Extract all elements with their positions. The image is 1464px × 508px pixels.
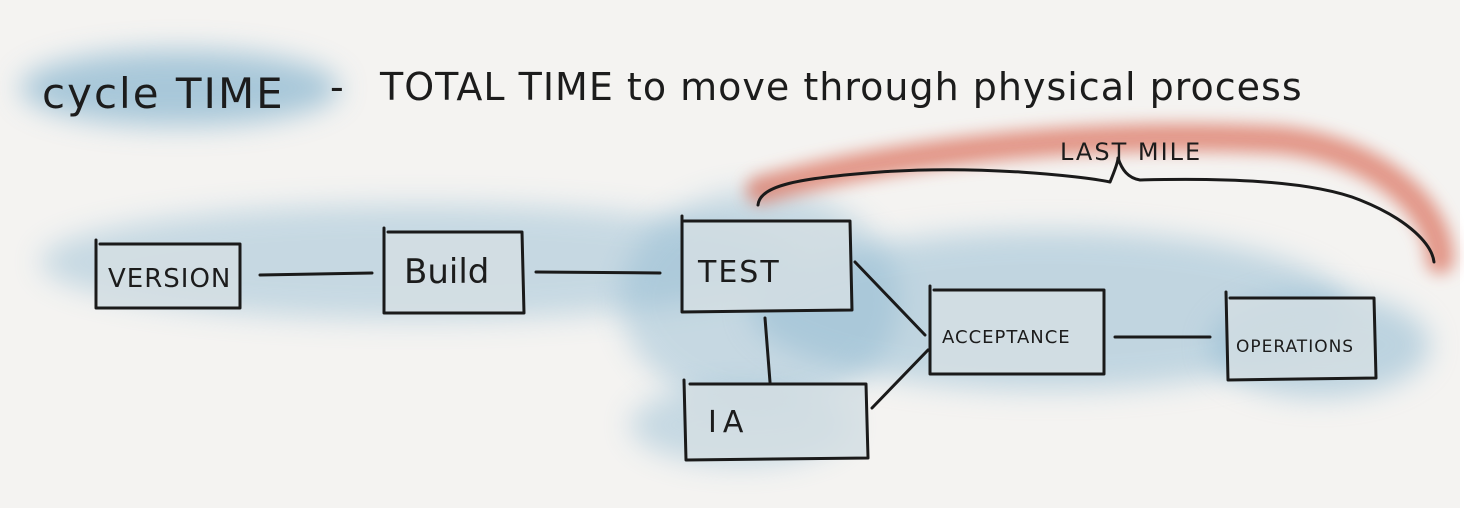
edge-test-ia bbox=[763, 316, 772, 384]
node-test: TEST bbox=[680, 214, 854, 314]
node-label-build: Build bbox=[404, 252, 489, 292]
connectors bbox=[258, 260, 1212, 410]
title-separator: - bbox=[330, 65, 345, 109]
node-label-test: TEST bbox=[697, 255, 781, 290]
edge-build-test bbox=[534, 270, 662, 275]
node-build: Build bbox=[382, 226, 526, 315]
title-term: cycle TIME bbox=[42, 69, 285, 118]
node-label-acceptance: ACCEPTANCE bbox=[942, 327, 1071, 348]
red-wash bbox=[746, 123, 1454, 274]
edge-version-build bbox=[258, 271, 374, 277]
node-acceptance: ACCEPTANCE bbox=[928, 284, 1106, 376]
last-mile-brace: LAST MILE bbox=[756, 138, 1436, 264]
title-definition: TOTAL TIME to move through physical proc… bbox=[379, 65, 1303, 109]
title: cycle TIME - TOTAL TIME to move through … bbox=[42, 65, 1303, 118]
last-mile-label: LAST MILE bbox=[1060, 138, 1202, 166]
node-version: VERSION bbox=[94, 238, 242, 310]
node-label-ia: IA bbox=[708, 405, 749, 440]
node-label-operations: OPERATIONS bbox=[1236, 337, 1354, 357]
edge-test-acceptance bbox=[853, 260, 927, 337]
node-label-version: VERSION bbox=[108, 264, 231, 294]
node-ia: IA bbox=[682, 378, 870, 462]
edge-ia-acceptance bbox=[870, 348, 930, 410]
node-operations: OPERATIONS bbox=[1224, 290, 1378, 382]
